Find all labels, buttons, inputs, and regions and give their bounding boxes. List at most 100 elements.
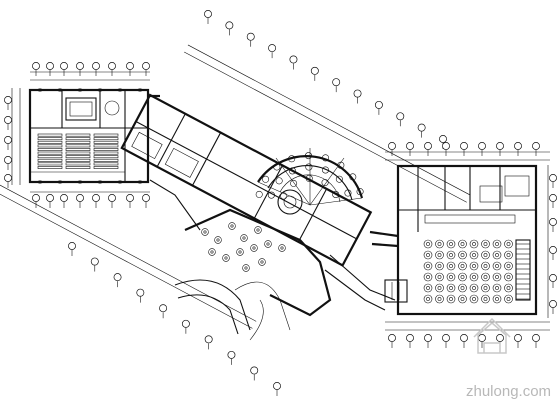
banquet-table-center [460,275,465,279]
banquet-table-center [449,297,453,301]
lounge-table [264,240,272,248]
seat-row [37,144,63,148]
axis-bubble [4,156,12,164]
banquet-table [469,272,479,282]
banquet-table-center [472,297,476,301]
banquet-table [504,239,513,249]
round-table [288,167,296,175]
round-table [273,163,281,171]
column [118,88,122,92]
column [38,88,42,92]
banquet-table-center [449,275,453,279]
banquet-table-center [506,275,511,279]
axis-bubble [32,194,40,202]
axis-bubble [142,194,150,202]
column [138,180,142,184]
axis-bubble [549,174,557,182]
lounge-table-center [242,236,246,240]
axis-bubble [532,142,540,150]
axis-bubble [549,246,557,254]
axis-bubble [108,194,116,202]
lounge-table-center [203,230,207,234]
banquet-table [469,294,479,304]
round-table [322,154,330,162]
banquet-table [492,294,502,304]
banquet-table [423,261,433,271]
banquet-table [458,239,467,249]
column [118,180,122,184]
banquet-table [446,250,456,260]
axis-bubble [4,116,12,124]
lounge-table-center [244,266,248,270]
banquet-table [469,250,479,260]
banquet-table-center [472,264,476,268]
axis-bubble [514,334,522,342]
left-wing [11,71,150,193]
banquet-table-center [483,264,488,268]
banquet-table-center [449,253,453,257]
banquet-table [446,283,456,293]
banquet-table [504,261,513,271]
axis-bubble [460,334,468,342]
banquet-table-center [437,275,442,279]
axis-bubble [76,194,84,202]
banquet-table [458,272,467,282]
seat-row [37,162,63,166]
axis-bubble [76,62,84,70]
banquet-table-center [483,253,488,257]
banquet-table-center [437,253,442,257]
banquet-table [504,250,513,260]
banquet-table [446,272,456,282]
banquet-tables [423,239,513,304]
right-wing [369,151,550,331]
lounge-table-center [238,250,242,254]
column [38,180,42,184]
seat-row [93,148,119,151]
banquet-table-center [437,286,442,290]
round-table [262,175,270,183]
banquet-table-center [472,253,476,257]
column [58,180,62,184]
axis-bubble [113,273,122,282]
axis-bubble [310,66,319,75]
seat-row [37,148,63,151]
banquet-table-center [506,297,511,301]
axis-bubble [108,62,116,70]
banquet-table [481,250,490,260]
banquet-table [481,294,490,304]
banquet-table [492,250,502,260]
banquet-table [492,272,502,282]
axis-bubble [549,218,557,226]
banquet-table [492,239,502,249]
banquet-table [504,283,513,293]
axis-bubble [496,142,504,150]
lounge-table [208,248,216,256]
banquet-table [504,272,513,282]
banquet-table [458,283,467,293]
watermark-logo [473,317,511,354]
round-table [280,192,288,200]
round-table [321,179,329,187]
banquet-table-center [449,264,453,268]
round-table [267,191,275,199]
banquet-table [446,294,456,304]
axis-bubble [332,78,341,87]
banquet-table [469,261,479,271]
axis-bubble [549,194,557,202]
axis-bubble [289,55,298,64]
axis-bubble [46,194,54,202]
banquet-table-center [472,242,476,246]
seat-row [37,140,63,144]
axis-bubble [4,174,12,182]
axis-bubble [250,366,259,375]
axis-bubble [60,62,68,70]
seat-row [65,151,91,155]
banquet-table [435,239,444,249]
banquet-table-center [460,242,465,246]
seat-row [93,140,119,144]
banquet-table [423,294,433,304]
round-table [290,179,298,187]
seat-row [65,155,91,159]
banquet-table-center [460,253,465,257]
banquet-table [435,250,444,260]
